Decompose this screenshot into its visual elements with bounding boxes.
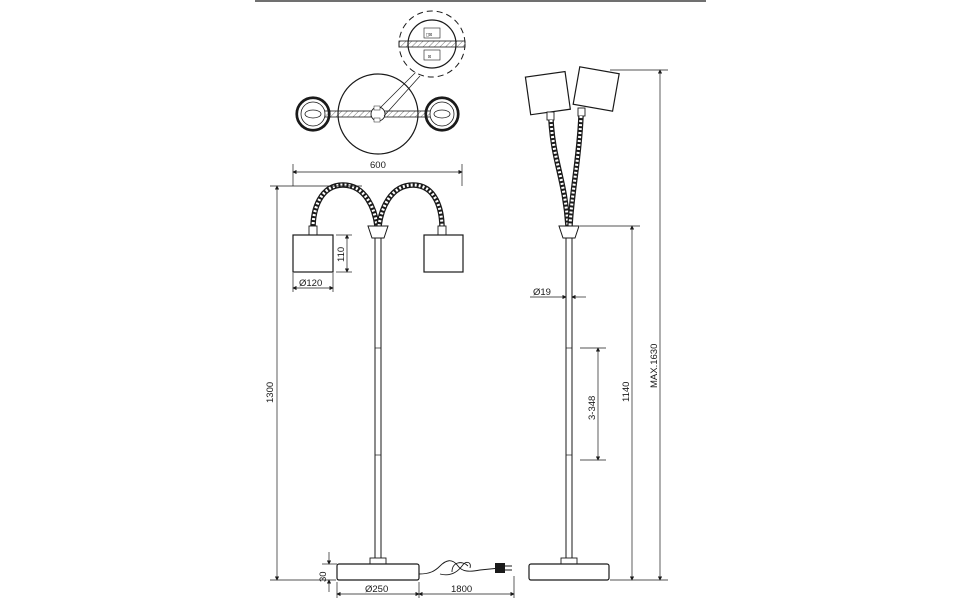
base-height-label: 30 (318, 571, 329, 582)
side-view: Ø19 3-348 1140 MAX.1630 (524, 66, 668, 581)
detail-mark-bottom: ⊡ (428, 54, 431, 60)
stem-height-label: 1140 (621, 382, 632, 402)
base-front (336, 563, 420, 581)
top-view (295, 71, 460, 155)
right-shade-side (572, 66, 620, 112)
segment-length-label: 3-348 (587, 396, 598, 420)
base-diameter-label: Ø250 (365, 584, 388, 595)
hub-front (367, 225, 389, 239)
hub-side (558, 225, 580, 239)
hub-detail: □⊡ ⊡ (398, 10, 466, 78)
max-height-label: MAX.1630 (649, 344, 660, 388)
detail-mark-top: □⊡ (426, 32, 432, 38)
width-dimension-label: 600 (370, 160, 386, 171)
power-cable (418, 560, 501, 575)
shade-diameter-label: Ø120 (299, 278, 322, 289)
right-shade-front (423, 234, 464, 273)
pole-side (565, 237, 573, 565)
pole-diameter-label: Ø19 (533, 287, 551, 298)
left-shade-front (292, 234, 334, 273)
arm-height-label: 1300 (265, 382, 276, 403)
left-shade-side (524, 70, 571, 116)
plug (495, 563, 505, 573)
cable-length-label: 1800 (451, 584, 472, 595)
front-view: 600 110 Ø120 (265, 160, 515, 598)
base-side (528, 563, 610, 581)
shade-height-label: 110 (336, 247, 347, 262)
pole-front (374, 237, 382, 565)
